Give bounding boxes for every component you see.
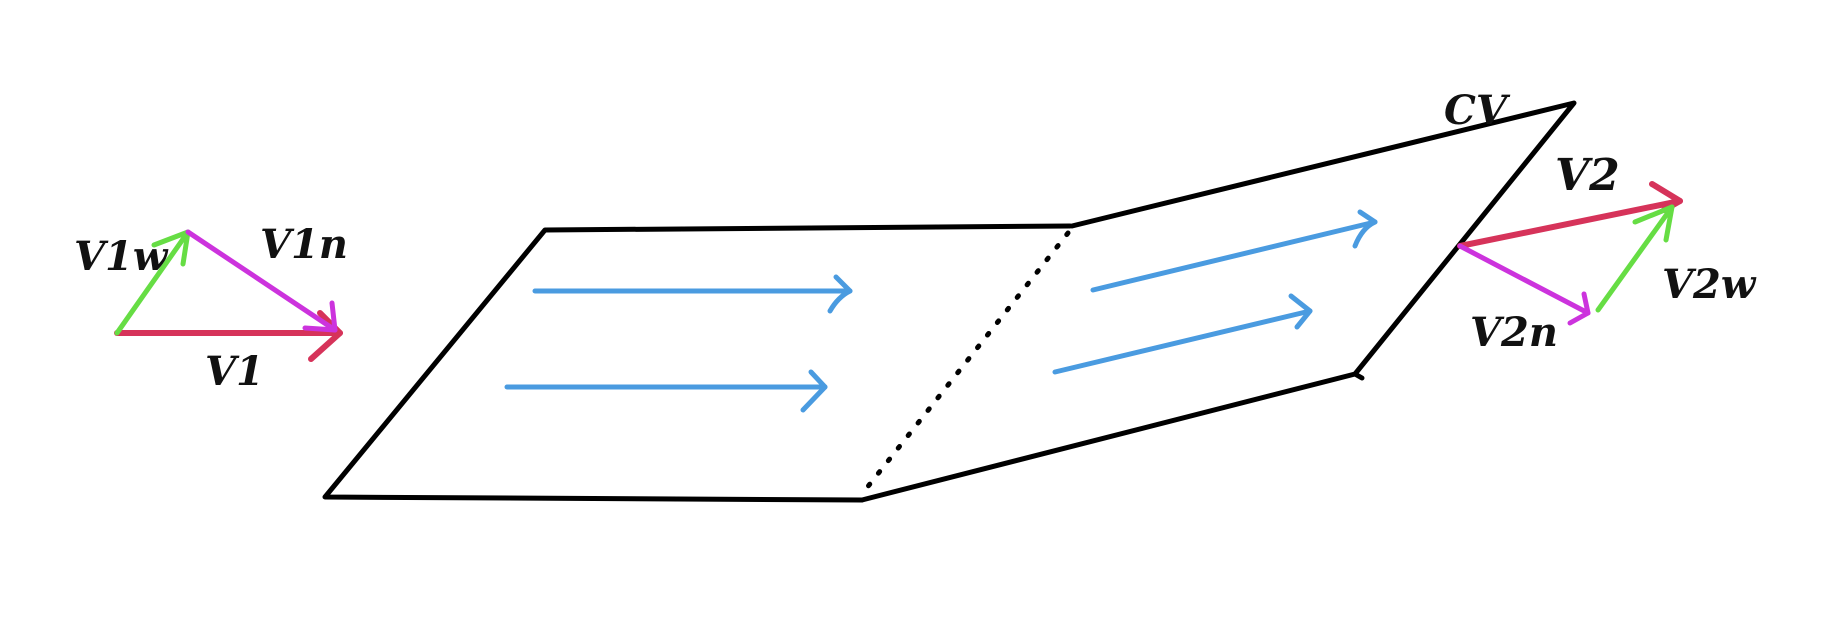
label-cv: CV bbox=[1444, 87, 1511, 134]
v2w-arrowhead bbox=[1632, 204, 1675, 243]
label-v2w: V2w bbox=[1662, 261, 1757, 308]
right-panel-front-edge bbox=[1352, 371, 1365, 381]
label-v1w: V1w bbox=[74, 233, 169, 280]
v1n-vector bbox=[185, 229, 338, 333]
outlet-velocity-triangle bbox=[1457, 181, 1683, 326]
left-panel bbox=[322, 223, 1073, 503]
flow-arrow-right-lower bbox=[1052, 293, 1313, 375]
flow-arrow-left-lower bbox=[504, 369, 828, 413]
label-v2n: V2n bbox=[1470, 309, 1558, 356]
right-panel-outline bbox=[859, 100, 1577, 503]
flow-arrow-right-upper bbox=[1090, 209, 1378, 293]
label-v1: V1 bbox=[205, 348, 264, 395]
flow-arrow-left-upper bbox=[532, 274, 853, 314]
right-panel bbox=[859, 100, 1577, 503]
v2n-vector bbox=[1457, 243, 1591, 316]
v2-vector bbox=[1457, 198, 1683, 249]
v1w-vector bbox=[114, 229, 191, 336]
left-panel-outline bbox=[322, 223, 1073, 503]
v1-arrowhead bbox=[308, 310, 343, 362]
label-v2: V2 bbox=[1555, 150, 1620, 201]
v2w-vector bbox=[1595, 204, 1675, 313]
label-v1n: V1n bbox=[260, 221, 348, 268]
inlet-velocity-triangle bbox=[114, 229, 343, 362]
v2n-arrowhead bbox=[1567, 291, 1591, 326]
v1n-arrowhead bbox=[302, 300, 338, 333]
